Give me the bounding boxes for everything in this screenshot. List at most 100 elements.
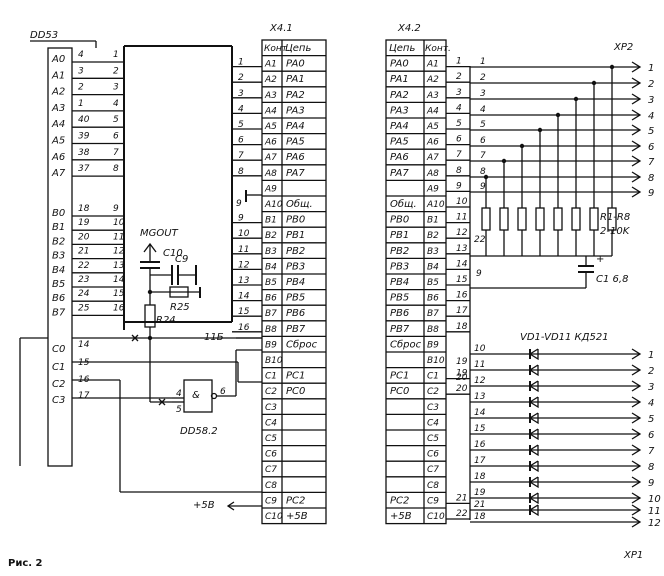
xp1-pin-label-2: 3 xyxy=(648,382,654,393)
x42-circuit-B6: PB5 xyxy=(390,293,409,304)
pullup-resistor-4 xyxy=(553,207,563,231)
dd53-pin-in-A7: 37 xyxy=(78,164,90,174)
dd53-pin-out-A6: 7 xyxy=(113,148,119,158)
x41-wire-num-B8: 16 xyxy=(238,323,250,333)
x41-contact-B7: B7 xyxy=(265,309,277,319)
x41-header-contact: Конт. xyxy=(264,44,290,54)
x42-wire-num-A4: 4 xyxy=(456,103,462,113)
x41-contact-C9: C9 xyxy=(265,496,277,506)
xp1-pin-3 xyxy=(631,396,642,408)
xp1-pin-10 xyxy=(631,504,642,516)
resistor-range-2: 2-10K xyxy=(600,226,631,237)
xp1-line-num-9: 19 xyxy=(474,488,486,498)
xp2-title: XP2 xyxy=(613,42,633,53)
xp1-line-num-0: 10 xyxy=(474,344,486,354)
x42-circuit-A7: PA6 xyxy=(390,152,409,163)
xp1-title: XP1 xyxy=(623,550,643,561)
x42-contact-B5: B5 xyxy=(427,278,439,288)
x41-contact-C5: C5 xyxy=(265,434,277,444)
r24-body xyxy=(144,304,156,328)
x41-circuit-B9: Сброс xyxy=(286,338,318,350)
dd53-pin-out-A1: 2 xyxy=(113,66,119,76)
dd53-pin-label-A3: A3 xyxy=(51,103,65,114)
xp2-pin-5 xyxy=(631,124,642,136)
x42-contact-B1: B1 xyxy=(427,216,439,226)
dd53-body xyxy=(47,47,73,467)
x41-wire-num-A5: 5 xyxy=(238,120,244,130)
dd53-pin-c-C3: 17 xyxy=(78,391,90,401)
x41-contact-C8: C8 xyxy=(265,481,277,491)
dd53-pin-out-A2: 3 xyxy=(113,83,119,93)
pullup-resistor-1 xyxy=(499,207,509,231)
xp1-pin-6 xyxy=(631,444,642,456)
xp2-pin-8 xyxy=(631,171,642,183)
x42-circuit-C2: PC0 xyxy=(390,386,409,397)
xp1-pin-label-5: 6 xyxy=(648,430,654,441)
dd53-pin-label-A7: A7 xyxy=(51,168,66,179)
x42-contact-B7: B7 xyxy=(427,309,439,319)
net-22-label: 22 xyxy=(474,235,486,245)
x42-contact-A7: A7 xyxy=(426,153,439,163)
x42-circuit-B7: PB6 xyxy=(390,308,409,319)
xp2-line-num-7: 7 xyxy=(480,151,486,161)
x41-contact-A7: A7 xyxy=(264,153,277,163)
x42-contact-B2: B2 xyxy=(427,231,439,241)
dd582-pin4: 4 xyxy=(176,389,182,399)
x42-circuit-B3: PB2 xyxy=(390,246,409,257)
x42-title: X4.2 xyxy=(397,23,421,34)
dd582-pin6: 6 xyxy=(220,387,226,397)
x42-contact-B9: B9 xyxy=(427,340,439,350)
x41-contact-A6: A6 xyxy=(264,138,277,148)
x41-contact-B4: B4 xyxy=(265,262,277,272)
x42-circuit-A5: PA4 xyxy=(390,121,409,132)
plus5-arrow xyxy=(226,501,235,511)
dd53-pin-out-B1: 10 xyxy=(113,218,125,228)
x42-contact-C2: C2 xyxy=(427,387,439,397)
dd582-symbol: & xyxy=(192,390,200,401)
diode-1 xyxy=(528,364,539,377)
x42-wire-num-A9: 9 xyxy=(456,181,462,191)
xp1-pin-8 xyxy=(631,476,642,488)
xp1-pin-1 xyxy=(631,364,642,376)
x41-circuit-A2: PA1 xyxy=(286,74,305,85)
x41-contact-C4: C4 xyxy=(265,418,277,428)
x41-circuit-B1: PB0 xyxy=(286,215,305,226)
resistor-range-1: R1-R8 xyxy=(600,212,630,223)
x41-circuit-A1: PA0 xyxy=(286,59,305,70)
net-9-label: 9 xyxy=(476,269,482,279)
x41-circuit-A3: PA2 xyxy=(286,90,305,101)
x41-wire-num-A8: 8 xyxy=(238,167,244,177)
x41-contact-C7: C7 xyxy=(265,465,277,475)
x42-contact-A8: A8 xyxy=(426,169,439,179)
x41-wire-num-A2: 2 xyxy=(238,73,244,83)
xp1-pin-label-1: 2 xyxy=(648,366,654,377)
x42-circuit-C10: +5B xyxy=(390,511,412,522)
x42-contact-B6: B6 xyxy=(427,294,439,304)
x41-circuit-C1: PC1 xyxy=(286,371,305,382)
x41-circuit-B2: PB1 xyxy=(286,230,305,241)
diode-0 xyxy=(528,348,539,361)
dd53-pin-out-A0: 1 xyxy=(113,50,119,60)
x41-circuit-B4: PB3 xyxy=(286,261,305,272)
dd53-pin-in-A6: 38 xyxy=(78,148,90,158)
x42-wire-num-B5: 15 xyxy=(456,275,468,285)
xp2-pin-label-2: 2 xyxy=(648,79,654,90)
dd53-pin-out-B4: 13 xyxy=(113,261,125,271)
xp2-line-num-2: 2 xyxy=(480,73,486,83)
xp2-pin-9 xyxy=(631,186,642,198)
x41-circuit-B6: PB5 xyxy=(286,293,305,304)
xp1-pin-2 xyxy=(631,380,642,392)
xp2-line-num-5: 5 xyxy=(480,120,486,130)
xp1-line-num-4: 14 xyxy=(474,408,486,418)
xp2-pin-label-9: 9 xyxy=(648,188,654,199)
xp2-line-num-9: 9 xyxy=(480,182,486,192)
dd53-pin-label-B2: B2 xyxy=(52,236,65,247)
x42-contact-B4: B4 xyxy=(427,262,439,272)
x41-wire-num-B3: 11 xyxy=(238,245,249,255)
plus5-label: +5B xyxy=(193,500,215,511)
c1-label: C1 6,8 xyxy=(596,274,628,285)
x41-circuit-C9: PC2 xyxy=(286,495,305,506)
x42-wire-num-B7: 17 xyxy=(456,306,468,316)
